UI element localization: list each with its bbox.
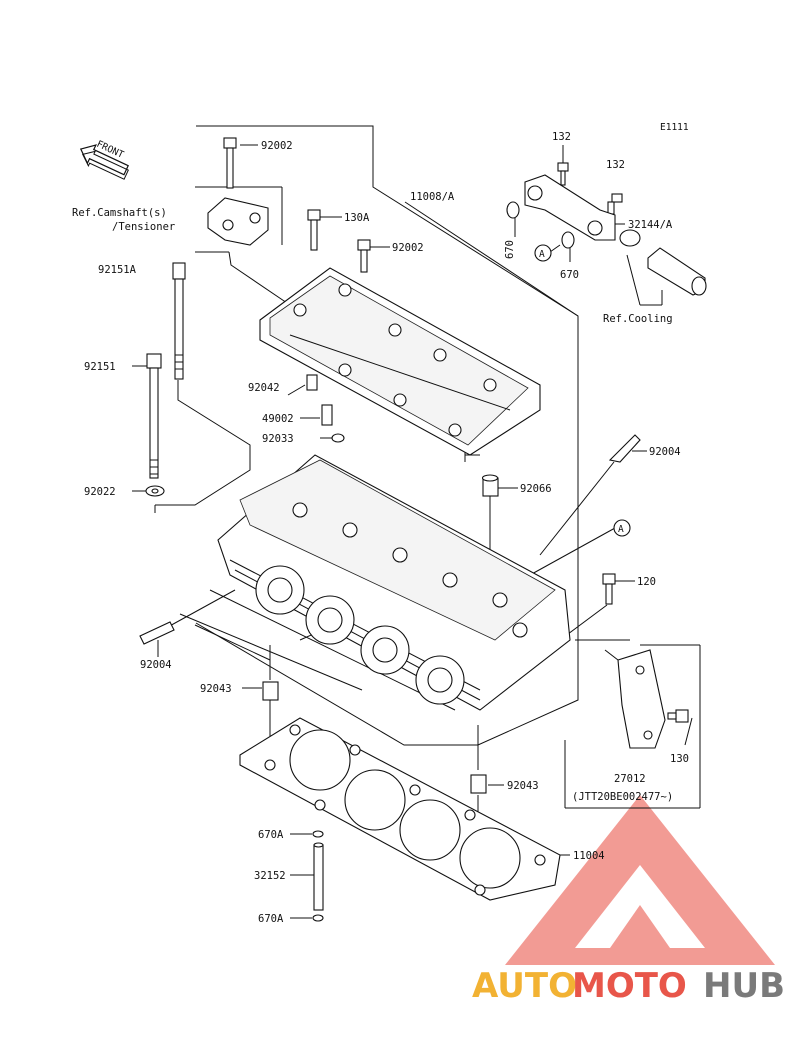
label-670-a: 670 [504, 240, 516, 259]
watermark-logo [505, 795, 775, 965]
bolt-92002-top [223, 137, 237, 189]
stud-bolt-92151 [146, 353, 162, 479]
washer-92022 [145, 485, 165, 497]
label-ref-camshaft: Ref.Camshaft(s) [72, 207, 167, 219]
label-ref-cooling: Ref.Cooling [603, 313, 673, 325]
label-130: 130 [670, 753, 689, 765]
label-92002-mid: 92002 [392, 242, 424, 254]
lifter-49002 [321, 404, 333, 426]
dowel-92043-right [470, 774, 487, 794]
label-92066: 92066 [520, 483, 552, 495]
watermark-hub: HUB [703, 966, 785, 1006]
label-32144A: 32144/A [628, 219, 673, 231]
cap-92066 [481, 474, 499, 497]
watermark-moto: MOTO [572, 966, 687, 1006]
oring-670A-bot [312, 914, 324, 922]
label-132-b: 132 [606, 159, 625, 171]
label-120: 120 [637, 576, 656, 588]
label-92033: 92033 [262, 433, 294, 445]
reference-marker-a-top [534, 244, 552, 262]
label-132-a: 132 [552, 131, 571, 143]
label-49002: 49002 [262, 413, 294, 425]
label-11004: 11004 [573, 850, 605, 862]
label-670A-bot: 670A [258, 913, 284, 925]
label-tensioner: /Tensioner [112, 221, 175, 233]
bolt-120 [602, 573, 616, 605]
head-gasket-11004 [239, 717, 561, 901]
bolt-130 [667, 709, 689, 723]
stud-bolt-92151A [172, 262, 186, 380]
label-32152: 32152 [254, 870, 286, 882]
watermark-auto: AUTO [472, 966, 577, 1006]
bolt-132-a [557, 162, 569, 186]
label-130A: 130A [344, 212, 370, 224]
reference-marker-a-mid [613, 519, 631, 537]
stud-92004-left [139, 621, 175, 645]
water-pipe-32144A [524, 174, 641, 247]
front-arrow-icon [79, 144, 129, 180]
label-a-top: A [539, 249, 545, 260]
label-92042: 92042 [248, 382, 280, 394]
assembly-frame-lines [154, 125, 701, 809]
watermark-triangle-notch [610, 905, 670, 948]
bolt-92002-mid [357, 239, 371, 273]
bracket-27012 [617, 649, 666, 749]
label-670-b: 670 [560, 269, 579, 281]
callout-labels: 92002 Ref.Camshaft(s) /Tensioner 130A 92… [72, 131, 689, 925]
label-jtt: (JTT20BE002477~) [572, 791, 673, 803]
diagram-code: E1111 [660, 122, 689, 133]
label-670A-top: 670A [258, 829, 284, 841]
label-92043-left: 92043 [200, 683, 232, 695]
label-11008A: 11008/A [410, 191, 455, 203]
label-a-mid: A [618, 524, 624, 535]
dowel-92042 [306, 374, 318, 391]
stud-92004-right [608, 434, 641, 463]
dowel-92043-left [262, 681, 279, 701]
camshaft-tensioner-ref [207, 197, 269, 246]
oring-670-b [561, 231, 575, 249]
label-27012: 27012 [614, 773, 646, 785]
oring-92033 [331, 433, 345, 443]
bolt-132-b [607, 193, 623, 215]
pipe-32152 [313, 842, 324, 911]
label-92004-left: 92004 [140, 659, 172, 671]
oring-670A-top [312, 830, 324, 838]
label-92004-right: 92004 [649, 446, 681, 458]
label-92151A: 92151A [98, 264, 137, 276]
label-92002-top: 92002 [261, 140, 293, 152]
cooling-hose-ref [647, 247, 707, 296]
label-92043-right: 92043 [507, 780, 539, 792]
label-92022: 92022 [84, 486, 116, 498]
label-92151: 92151 [84, 361, 116, 373]
bolt-130A [307, 209, 321, 251]
cylinder-head [217, 454, 571, 711]
oring-670-a [506, 201, 520, 219]
camshaft-cap-housing [259, 267, 541, 456]
